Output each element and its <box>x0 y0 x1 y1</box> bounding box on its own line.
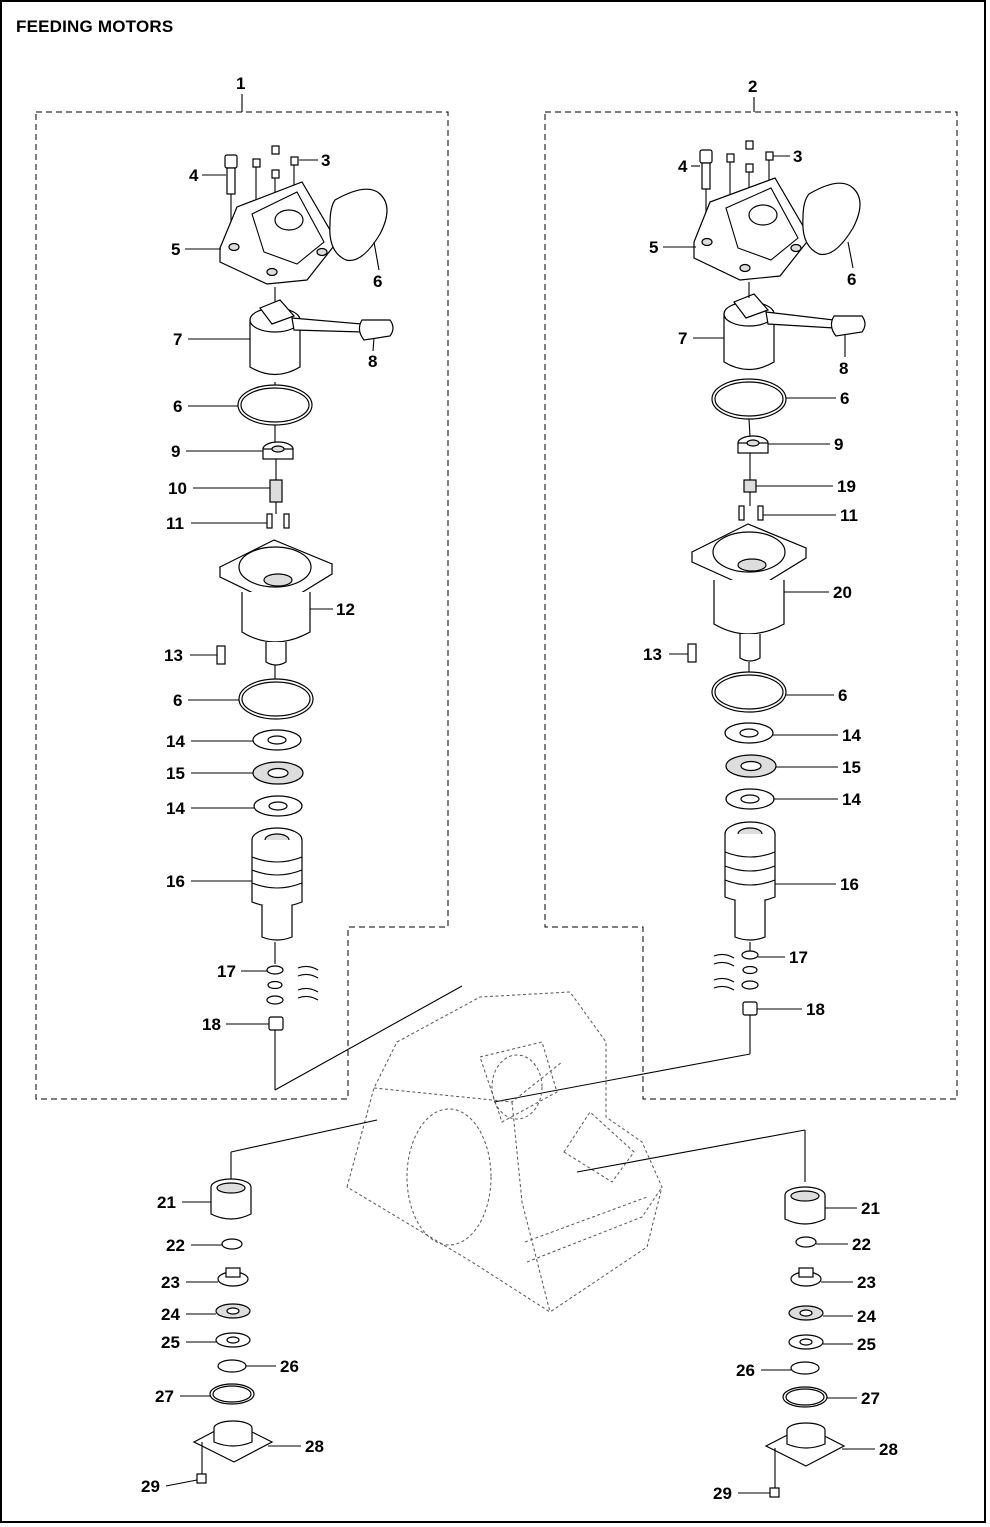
callout-label: 6 <box>838 686 847 705</box>
callout-label: 27 <box>861 1389 880 1408</box>
callout-label: 22 <box>852 1235 871 1254</box>
callout-label: 14 <box>166 799 185 818</box>
bolt-part <box>268 1016 284 1031</box>
callout-label: 28 <box>305 1437 324 1456</box>
callout-label: 17 <box>217 962 236 981</box>
bottom-left-bearing-stack <box>192 1178 274 1484</box>
left-motor-assembly <box>216 145 463 1091</box>
callout-label: 13 <box>643 645 662 664</box>
screw-part <box>266 513 273 529</box>
gear-part <box>743 479 757 493</box>
callouts-left: 4 3 5 6 7 8 6 9 10 11 12 13 6 1 <box>164 151 382 1034</box>
callouts-right: 4 3 5 6 7 8 6 9 19 11 20 13 6 1 <box>643 147 861 1019</box>
callout-label: 11 <box>166 514 184 533</box>
callout-label: 9 <box>834 435 843 454</box>
group-box-right <box>544 111 958 1100</box>
group-label-1: 1 <box>236 74 245 93</box>
callout-label: 4 <box>678 157 688 176</box>
callout-label: 11 <box>840 506 858 525</box>
callout-label: 6 <box>173 691 182 710</box>
shaft-part <box>251 827 303 941</box>
callout-label: 21 <box>861 1199 880 1218</box>
gasket-part <box>329 188 388 262</box>
housing-outline <box>346 991 663 1313</box>
callout-label: 5 <box>171 240 180 259</box>
callout-label: 3 <box>321 151 330 170</box>
callout-label: 16 <box>840 875 859 894</box>
callout-label: 5 <box>649 238 658 257</box>
callout-label: 14 <box>166 732 185 751</box>
right-motor-assembly <box>493 140 866 1103</box>
callout-label: 14 <box>842 726 861 745</box>
callout-label: 15 <box>166 764 185 783</box>
callout-label: 28 <box>879 1440 898 1459</box>
callouts-bottom-right: 21 22 23 24 25 26 27 28 29 <box>713 1199 898 1503</box>
flange-part <box>219 181 338 285</box>
callout-label: 22 <box>166 1236 185 1255</box>
callout-label: 3 <box>793 147 802 166</box>
key-part <box>216 645 226 665</box>
callout-label: 6 <box>847 270 856 289</box>
callout-label: 23 <box>857 1273 876 1292</box>
callout-label: 15 <box>842 758 861 777</box>
group-label-2: 2 <box>748 77 757 96</box>
callout-label: 25 <box>857 1335 876 1354</box>
callout-label: 23 <box>161 1273 180 1292</box>
callout-label: 18 <box>202 1015 221 1034</box>
callout-label: 6 <box>840 389 849 408</box>
callout-label: 26 <box>736 1361 755 1380</box>
callout-label: 10 <box>168 479 187 498</box>
motor-part <box>249 299 394 376</box>
callout-label: 14 <box>842 790 861 809</box>
callout-label: 4 <box>189 166 199 185</box>
callout-label: 29 <box>713 1484 732 1503</box>
callout-label: 24 <box>161 1305 180 1324</box>
callout-label: 26 <box>280 1357 299 1376</box>
callout-label: 13 <box>164 646 183 665</box>
page-title: FEEDING MOTORS <box>16 17 174 36</box>
callout-label: 21 <box>157 1193 176 1212</box>
callout-label: 8 <box>368 352 377 371</box>
callouts-bottom-left: 21 22 23 24 25 26 27 28 29 <box>141 1193 324 1496</box>
callout-label: 6 <box>373 272 382 291</box>
callout-label: 16 <box>166 872 185 891</box>
callout-label: 7 <box>678 329 687 348</box>
callout-label: 27 <box>155 1387 174 1406</box>
callout-label: 25 <box>161 1333 180 1352</box>
callout-label: 20 <box>833 583 852 602</box>
callout-label: 9 <box>171 442 180 461</box>
group-box-left <box>35 111 449 1100</box>
washer-part <box>266 965 284 975</box>
callout-label: 24 <box>857 1307 876 1326</box>
callout-label: 7 <box>173 330 182 349</box>
bearing-part <box>262 441 294 460</box>
callout-label: 18 <box>806 1000 825 1019</box>
callout-label: 17 <box>789 948 808 967</box>
callout-label: 19 <box>837 477 856 496</box>
gearbox-part <box>218 539 334 666</box>
callout-label: 29 <box>141 1477 160 1496</box>
gear-part <box>269 459 283 503</box>
callout-label: 6 <box>173 397 182 416</box>
retaining-clip-part <box>297 965 319 1001</box>
callout-label: 8 <box>839 359 848 378</box>
callout-label: 12 <box>336 600 355 619</box>
bottom-right-bearing-stack <box>764 1186 846 1498</box>
